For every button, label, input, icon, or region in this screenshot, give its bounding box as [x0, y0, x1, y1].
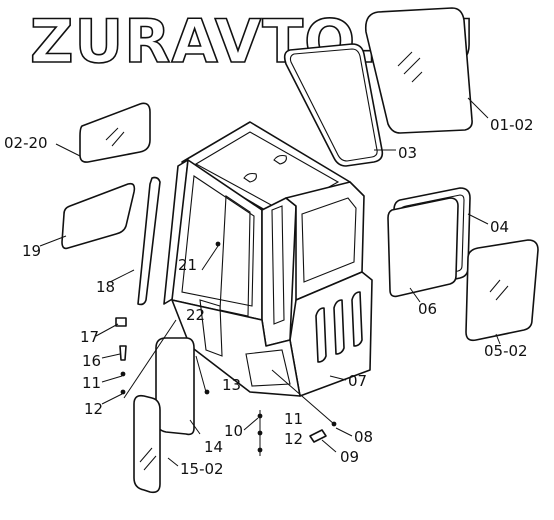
- callout-05-02: 05-02: [484, 342, 528, 360]
- part-09-latch[interactable]: [309, 429, 327, 443]
- part-lower-side-glass[interactable]: [61, 182, 136, 250]
- part-front-upper-glass[interactable]: [364, 7, 473, 134]
- part-right-lower-glass[interactable]: [465, 239, 539, 342]
- callout-12a: 12: [84, 400, 103, 418]
- cab-body[interactable]: [163, 121, 373, 397]
- callout-09: 09: [340, 448, 359, 466]
- part-16-bolt[interactable]: [119, 345, 127, 361]
- part-upper-side-glass[interactable]: [79, 102, 151, 163]
- callout-18: 18: [96, 278, 115, 296]
- part-21-bolt[interactable]: [215, 241, 221, 247]
- part-11-washer[interactable]: [120, 371, 126, 377]
- leader-lines: [39, 97, 501, 467]
- part-sliding-glass[interactable]: [133, 394, 161, 494]
- callout-10: 10: [224, 422, 243, 440]
- callout-11a: 11: [82, 374, 101, 392]
- part-12-nut[interactable]: [120, 389, 126, 395]
- callout-19: 19: [22, 242, 41, 260]
- callout-labels: 01-02 02-20 03 04 05-02 06 07 08 09 10 1…: [4, 116, 534, 478]
- callout-04: 04: [490, 218, 509, 236]
- part-17-clip[interactable]: [115, 317, 127, 327]
- callout-02-20: 02-20: [4, 134, 48, 152]
- callout-21: 21: [178, 256, 197, 274]
- callout-17: 17: [80, 328, 99, 346]
- part-door-glass-seal[interactable]: [387, 197, 459, 298]
- callout-22: 22: [186, 306, 205, 324]
- callout-08: 08: [354, 428, 373, 446]
- callout-13: 13: [222, 376, 241, 394]
- callout-07: 07: [348, 372, 367, 390]
- part-front-seal[interactable]: [283, 43, 384, 167]
- callout-01-02: 01-02: [490, 116, 534, 134]
- part-weather-strip[interactable]: [137, 176, 161, 306]
- callout-11b: 11: [284, 410, 303, 428]
- part-rear-quarter-glass[interactable]: [155, 337, 195, 436]
- callout-06: 06: [418, 300, 437, 318]
- callout-16: 16: [82, 352, 101, 370]
- fasteners: [115, 241, 337, 453]
- callout-14: 14: [204, 438, 223, 456]
- callout-15-02: 15-02: [180, 460, 224, 478]
- callout-03: 03: [398, 144, 417, 162]
- callout-12b: 12: [284, 430, 303, 448]
